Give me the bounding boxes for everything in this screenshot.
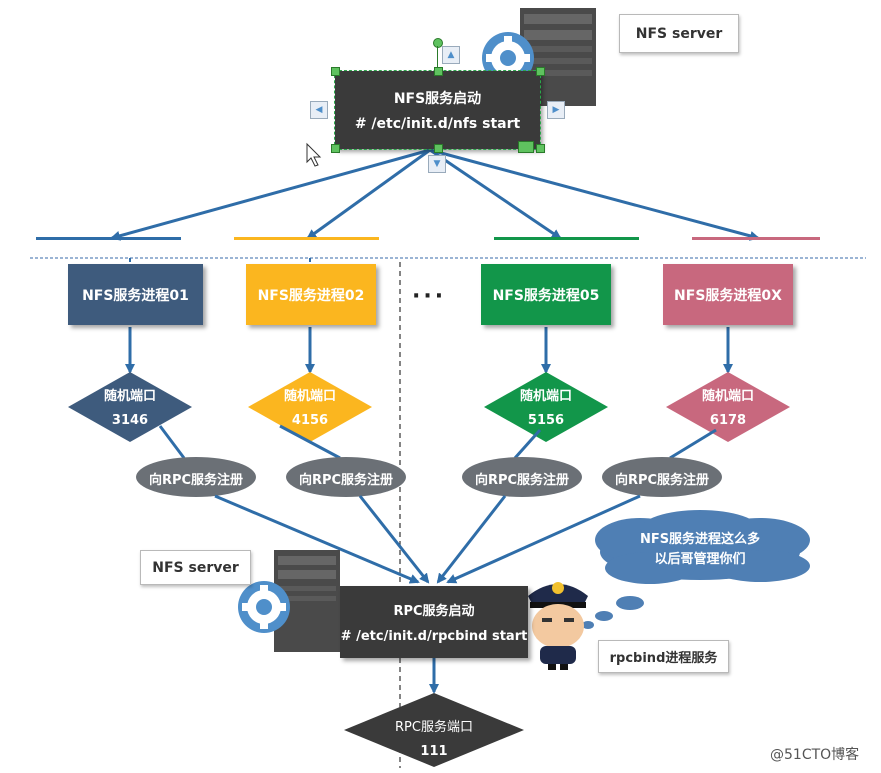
process-label-0x: NFS服务进程0X <box>674 287 782 304</box>
register-oval-0x <box>602 457 722 497</box>
cloud-line-2: 以后哥管理你们 <box>654 552 746 567</box>
register-label-01: 向RPC服务注册 <box>148 473 244 488</box>
speech-cloud <box>582 510 810 629</box>
nfs-start-title: NFS服务启动 <box>393 91 482 107</box>
top-fanout-arrows <box>110 148 760 241</box>
selection-handle[interactable] <box>331 67 340 76</box>
process-box-0x: NFS服务进程0X <box>663 264 793 325</box>
rpc-start-box: RPC服务启动 # /etc/init.d/rpcbind start <box>340 586 528 658</box>
port-title-02: 随机端口 <box>283 389 336 404</box>
connector-down-icon[interactable]: ▼ <box>428 155 446 173</box>
bottom-gear-icon <box>238 581 290 633</box>
rpc-port-title: RPC服务端口 <box>395 720 473 735</box>
register-oval-01 <box>136 457 256 497</box>
strip-to-box-arrows <box>129 258 311 262</box>
rpc-port-value: 111 <box>420 744 448 759</box>
register-label-02: 向RPC服务注册 <box>298 473 394 488</box>
process-box-02: NFS服务进程02 <box>246 264 376 325</box>
register-label-0x: 向RPC服务注册 <box>614 473 710 488</box>
port-diamond-02 <box>248 372 372 442</box>
rpc-start-command: # /etc/init.d/rpcbind start <box>340 629 528 644</box>
port-title-0x: 随机端口 <box>701 389 754 404</box>
connector-up-icon[interactable]: ▲ <box>442 46 460 64</box>
register-to-rpc-arrows <box>214 494 641 584</box>
port-title-01: 随机端口 <box>103 389 156 404</box>
rpc-start-title: RPC服务启动 <box>393 604 475 619</box>
selection-handle[interactable] <box>434 67 443 76</box>
selection-handle[interactable] <box>536 144 545 153</box>
strip-01 <box>36 237 181 240</box>
strip-05 <box>494 237 639 240</box>
port-value-02: 4156 <box>291 413 329 428</box>
police-mascot-icon <box>528 582 588 670</box>
selection-handle[interactable] <box>536 67 545 76</box>
selection-handle[interactable] <box>434 144 443 153</box>
process-box-01: NFS服务进程01 <box>68 264 203 325</box>
cloud-line-1: NFS服务进程这么多 <box>639 532 761 547</box>
process-label-01: NFS服务进程01 <box>82 287 189 304</box>
watermark-text: @51CTO博客 <box>770 747 860 763</box>
port-value-01: 3146 <box>111 413 149 428</box>
connector-minus-icon[interactable] <box>518 141 534 153</box>
nfs-start-command: # /etc/init.d/nfs start <box>354 116 521 132</box>
port-value-05: 5156 <box>527 413 565 428</box>
process-label-05: NFS服务进程05 <box>492 287 600 304</box>
port-value-0x: 6178 <box>709 413 747 428</box>
port-to-register-arrows <box>158 424 717 460</box>
port-title-05: 随机端口 <box>519 389 572 404</box>
selection-handle[interactable] <box>331 144 340 153</box>
register-label-05: 向RPC服务注册 <box>474 473 570 488</box>
rpcbind-label: rpcbind进程服务 <box>598 640 729 673</box>
process-box-05: NFS服务进程05 <box>481 264 611 325</box>
box-to-port-arrows <box>125 327 733 374</box>
strip-02 <box>234 237 379 240</box>
rpc-port-diamond <box>344 693 524 767</box>
rotate-handle-stem <box>437 46 438 67</box>
process-label-02: NFS服务进程02 <box>257 287 365 304</box>
ellipsis-text: ··· <box>412 284 447 309</box>
mouse-cursor-icon <box>306 142 322 167</box>
rotate-handle[interactable] <box>433 38 443 48</box>
port-diamond-05 <box>484 372 608 442</box>
register-oval-05 <box>462 457 582 497</box>
bottom-server-label: NFS server <box>140 550 251 585</box>
strip-0x <box>692 237 820 240</box>
connector-left-icon[interactable]: ◀ <box>310 101 328 119</box>
connector-right-icon[interactable]: ▶ <box>547 101 565 119</box>
register-oval-02 <box>286 457 406 497</box>
top-server-label: NFS server <box>619 14 739 53</box>
nfs-start-box[interactable]: NFS服务启动 # /etc/init.d/nfs start <box>334 70 541 150</box>
port-diamond-01 <box>68 372 192 442</box>
port-diamond-0x <box>666 372 790 442</box>
